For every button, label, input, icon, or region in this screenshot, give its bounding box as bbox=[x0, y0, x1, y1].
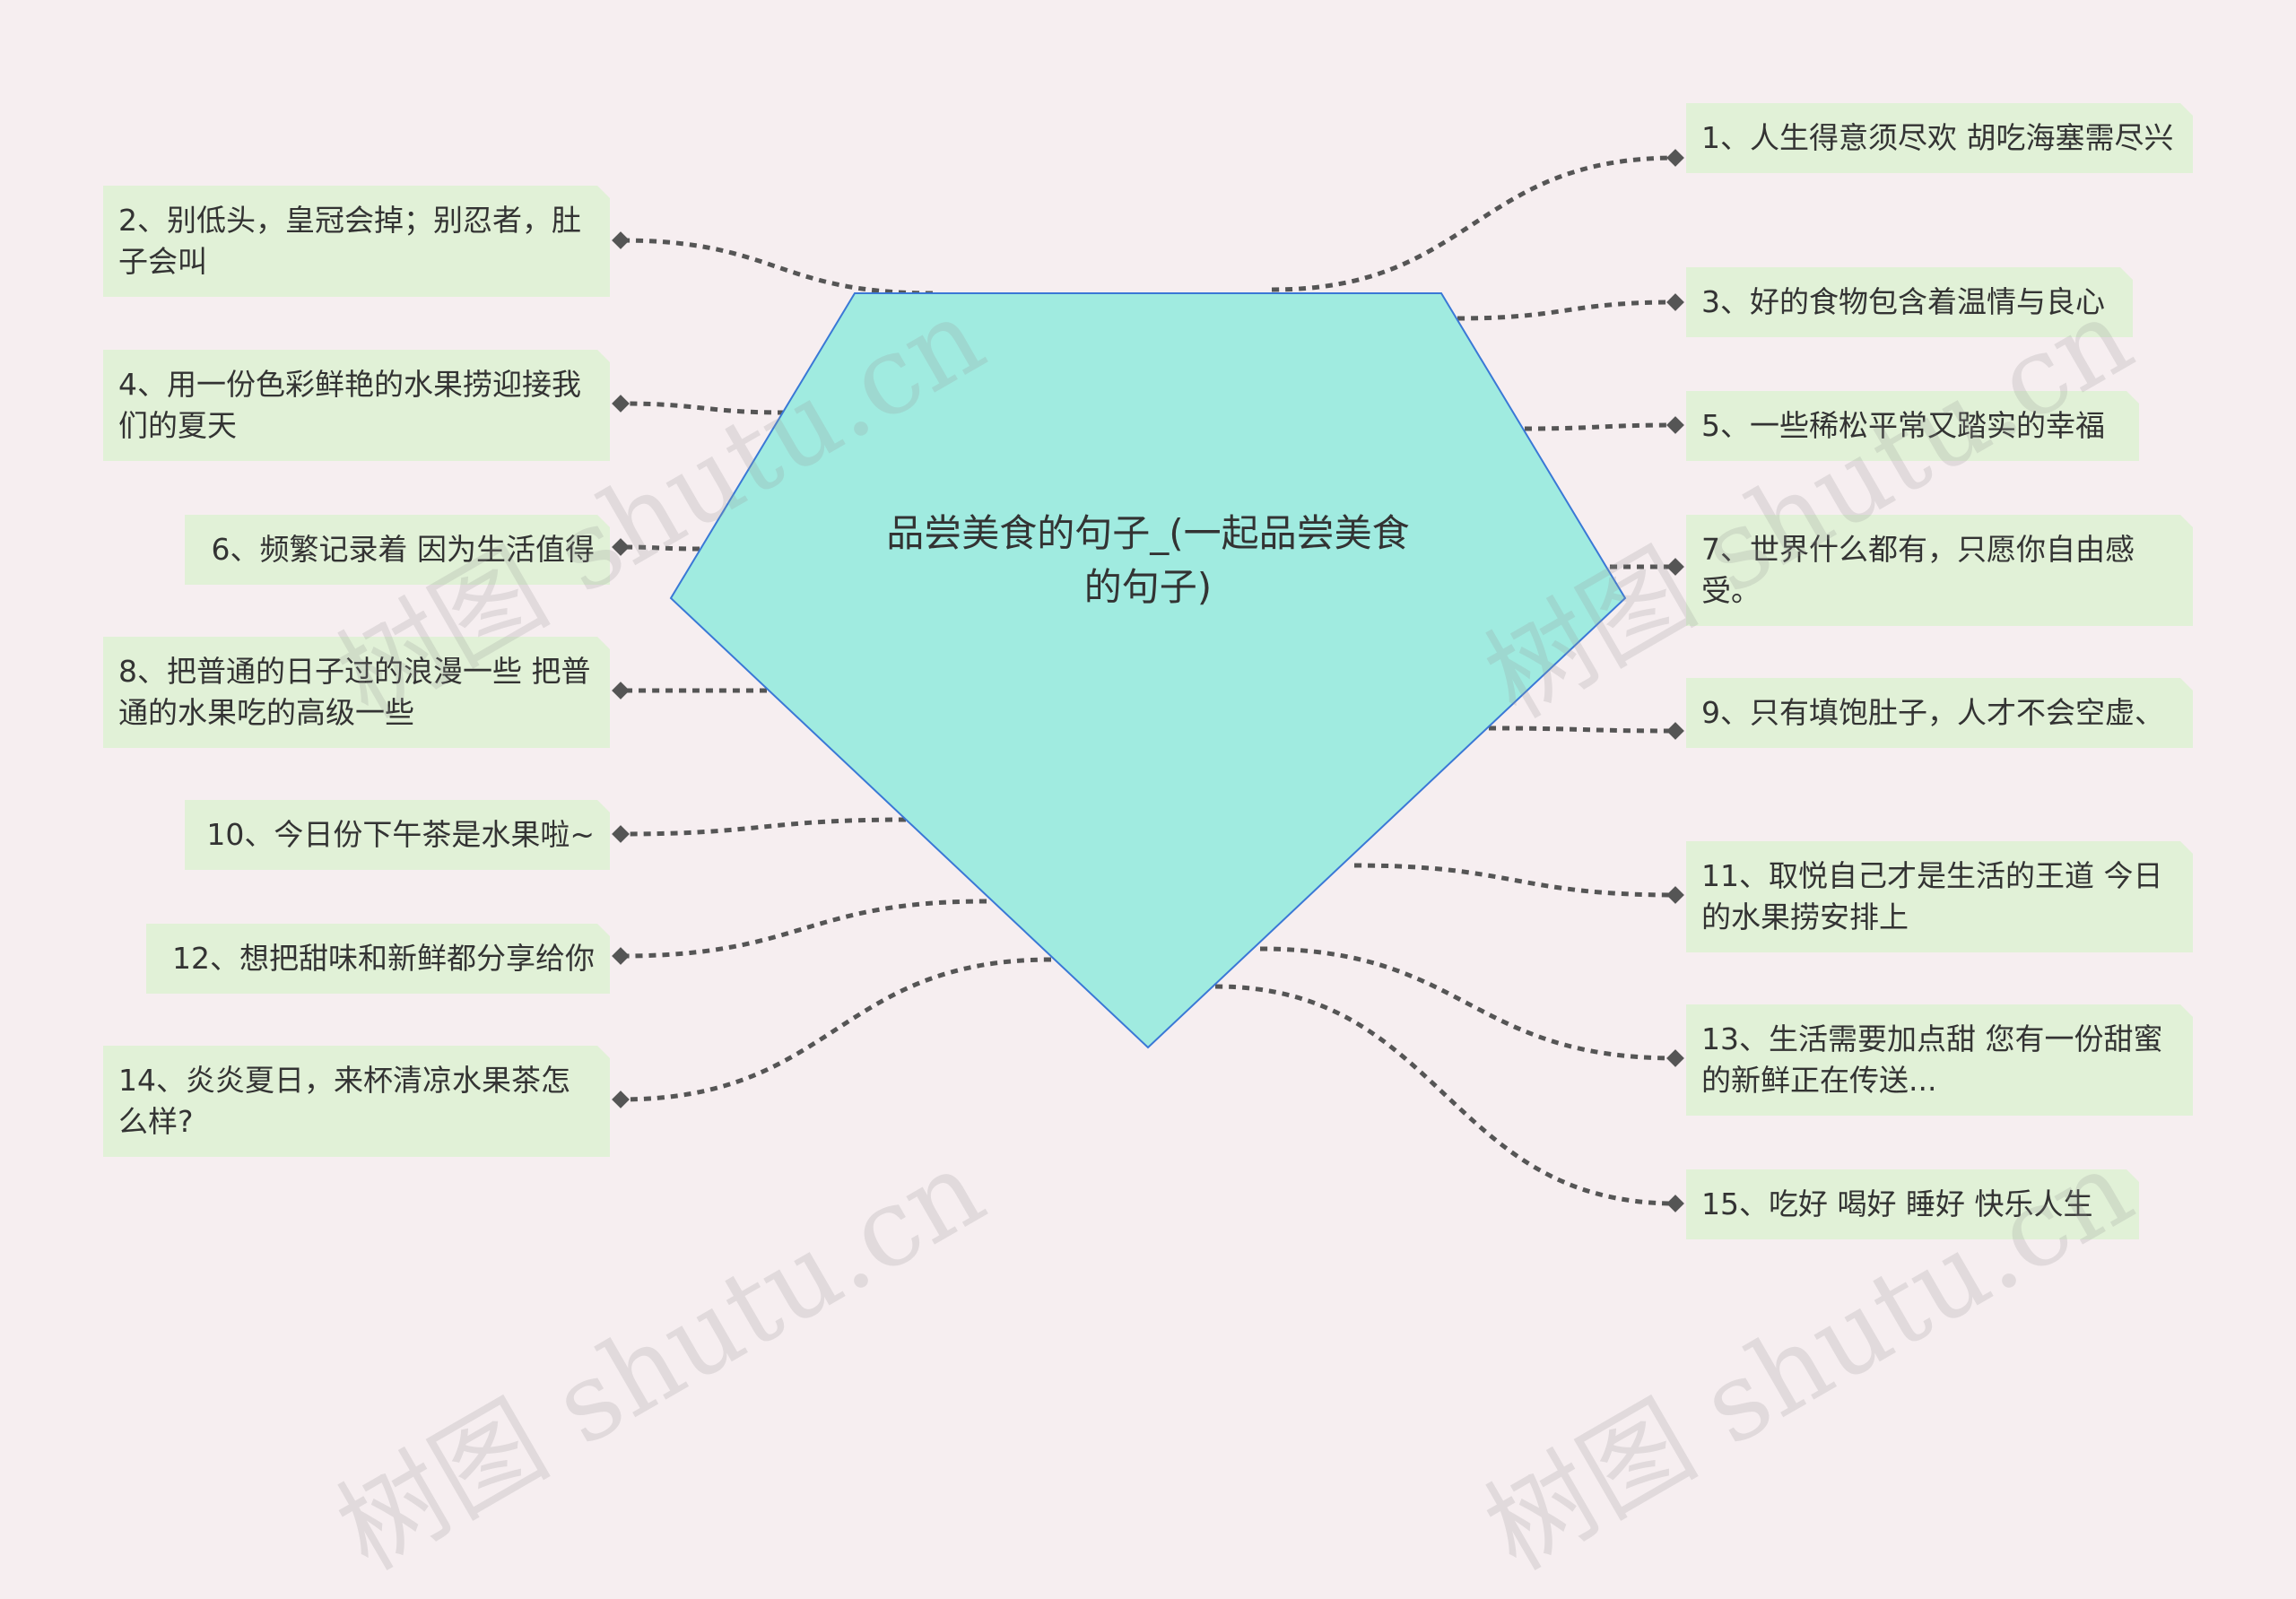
connector-line-15 bbox=[1214, 984, 1676, 1206]
topic-node-4[interactable]: 4、用一份色彩鲜艳的水果捞迎接我们的夏天 bbox=[103, 350, 610, 461]
connector-diamond-11 bbox=[1666, 886, 1684, 904]
connector-line-14 bbox=[620, 957, 1052, 1102]
topic-node-3[interactable]: 3、好的食物包含着温情与良心 bbox=[1686, 267, 2133, 337]
central-topic-label[interactable]: 品尝美食的句子_(一起品尝美食的句子) bbox=[886, 511, 1410, 609]
topic-node-2[interactable]: 2、别低头，皇冠会掉；别忍者，肚子会叫 bbox=[103, 186, 610, 297]
connector-diamond-12 bbox=[612, 947, 630, 965]
topic-node-7[interactable]: 7、世界什么都有，只愿你自由感受。 bbox=[1686, 515, 2193, 626]
topic-node-14[interactable]: 14、炎炎夏日，来杯清凉水果茶怎么样? bbox=[103, 1046, 610, 1157]
connector-diamond-10 bbox=[612, 825, 630, 843]
connector-diamond-6 bbox=[612, 538, 630, 556]
connector-line-5 bbox=[1524, 422, 1676, 431]
connector-diamond-15 bbox=[1666, 1195, 1684, 1212]
connector-diamond-4 bbox=[612, 395, 630, 413]
topic-node-15[interactable]: 15、吃好 喝好 睡好 快乐人生 bbox=[1686, 1169, 2139, 1239]
topic-node-13[interactable]: 13、生活需要加点甜 您有一份甜蜜的新鲜正在传送... bbox=[1686, 1004, 2193, 1116]
connector-line-3 bbox=[1457, 300, 1676, 321]
connector-line-2 bbox=[620, 238, 934, 296]
connector-diamond-13 bbox=[1666, 1049, 1684, 1067]
topic-node-5[interactable]: 5、一些稀松平常又踏实的幸福 bbox=[1686, 391, 2139, 461]
topic-node-6[interactable]: 6、频繁记录着 因为生活值得 bbox=[185, 515, 610, 585]
connector-line-1 bbox=[1271, 155, 1676, 292]
connector-diamond-3 bbox=[1666, 293, 1684, 311]
connector-line-12 bbox=[620, 899, 987, 959]
connector-diamond-8 bbox=[612, 682, 630, 700]
connector-line-6 bbox=[620, 544, 700, 552]
connector-line-13 bbox=[1259, 946, 1676, 1061]
connector-line-11 bbox=[1353, 863, 1676, 898]
connector-line-4 bbox=[620, 401, 786, 415]
topic-node-8[interactable]: 8、把普通的日子过的浪漫一些 把普通的水果吃的高级一些 bbox=[103, 637, 610, 748]
topic-node-11[interactable]: 11、取悦自己才是生活的王道 今日的水果捞安排上 bbox=[1686, 841, 2193, 952]
connector-diamond-1 bbox=[1666, 149, 1684, 167]
topic-node-9[interactable]: 9、只有填饱肚子，人才不会空虚、 bbox=[1686, 678, 2193, 748]
connector-line-10 bbox=[620, 817, 907, 837]
mind-map-canvas bbox=[612, 149, 1684, 1212]
connector-diamond-5 bbox=[1666, 416, 1684, 434]
topic-node-1[interactable]: 1、人生得意须尽欢 胡吃海塞需尽兴 bbox=[1686, 103, 2193, 173]
connector-line-9 bbox=[1488, 726, 1676, 734]
connector-diamond-7 bbox=[1666, 558, 1684, 576]
edge-layer bbox=[612, 149, 1684, 1212]
connector-diamond-14 bbox=[612, 1091, 630, 1108]
central-topic-shape[interactable] bbox=[669, 292, 1627, 1049]
topic-node-12[interactable]: 12、想把甜味和新鲜都分享给你 bbox=[146, 924, 610, 994]
connector-diamond-2 bbox=[612, 231, 630, 249]
connector-diamond-9 bbox=[1666, 722, 1684, 740]
topic-node-10[interactable]: 10、今日份下午茶是水果啦~ bbox=[185, 800, 610, 870]
